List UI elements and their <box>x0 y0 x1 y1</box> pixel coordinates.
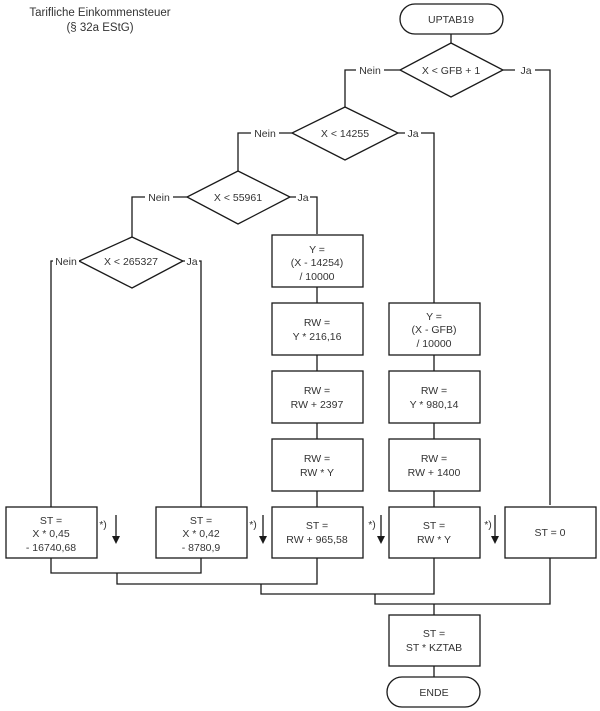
footnote-arrow-4: *) <box>484 515 499 544</box>
arrow-down-icon <box>112 536 120 544</box>
svg-text:Y =: Y = <box>309 244 325 256</box>
result-st-zone2: ST = RW + 965,58 <box>271 506 364 559</box>
process-zone2-rw1: RW = Y * 216,16 <box>271 302 364 356</box>
svg-text:X * 0,45: X * 0,45 <box>32 528 70 540</box>
svg-text:- 16740,68: - 16740,68 <box>26 542 76 554</box>
svg-text:RW =: RW = <box>421 453 447 465</box>
svg-text:RW =: RW = <box>304 385 330 397</box>
svg-text:Y =: Y = <box>426 311 442 323</box>
no-label: Nein <box>254 128 276 140</box>
svg-text:/ 10000: / 10000 <box>416 338 451 350</box>
arrow-down-icon <box>377 536 385 544</box>
title-line-1: Tarifliche Einkommensteuer <box>29 7 170 19</box>
svg-text:/ 10000: / 10000 <box>299 271 334 283</box>
process-zone1-rw2: RW = RW + 1400 <box>388 438 481 492</box>
svg-text:RW =: RW = <box>304 317 330 329</box>
footnote-arrows: *) *) *) *) <box>99 515 499 544</box>
process-zone2-rw2: RW = RW + 2397 <box>271 370 364 424</box>
svg-text:RW + 2397: RW + 2397 <box>291 399 344 411</box>
yes-label: Ja <box>297 192 308 204</box>
svg-text:(X - GFB): (X - GFB) <box>412 324 457 336</box>
start-label: UPTAB19 <box>428 14 474 26</box>
svg-text:RW =: RW = <box>304 453 330 465</box>
svg-text:X * 0,42: X * 0,42 <box>182 528 220 540</box>
arrow-down-icon <box>259 536 267 544</box>
svg-text:ST =: ST = <box>306 520 328 532</box>
arrow-down-icon <box>491 536 499 544</box>
decision-condition: X < 265327 <box>104 256 158 268</box>
svg-text:RW * Y: RW * Y <box>417 534 451 546</box>
yes-label: Ja <box>186 256 197 268</box>
svg-text:RW =: RW = <box>421 385 447 397</box>
svg-text:ST =: ST = <box>190 515 212 527</box>
footnote-marker: *) <box>99 519 107 531</box>
svg-text:RW * Y: RW * Y <box>300 467 334 479</box>
svg-text:ST =: ST = <box>423 628 445 640</box>
footnote-marker: *) <box>368 519 376 531</box>
process-final-kztab: ST = ST * KZTAB <box>388 614 481 667</box>
decision-condition: X < GFB + 1 <box>422 65 481 77</box>
decision-gfb: X < GFB + 1 Nein Ja <box>356 42 535 98</box>
process-zone1-rw1: RW = Y * 980,14 <box>388 370 481 424</box>
no-label: Nein <box>148 192 170 204</box>
svg-text:RW + 965,58: RW + 965,58 <box>286 534 348 546</box>
footnote-arrow-1: *) <box>99 515 120 544</box>
yes-label: Ja <box>520 65 531 77</box>
result-st-zero: ST = 0 <box>504 506 597 559</box>
footnote-marker: *) <box>249 519 257 531</box>
result-st-045: ST = X * 0,45 - 16740,68 <box>5 506 98 559</box>
svg-text:ST =: ST = <box>40 515 62 527</box>
decision-condition: X < 55961 <box>214 192 262 204</box>
svg-text:ST * KZTAB: ST * KZTAB <box>406 642 462 654</box>
decision-265327: X < 265327 Nein Ja <box>53 236 199 289</box>
decision-55961: X < 55961 Nein Ja <box>145 170 310 225</box>
footnote-arrow-3: *) <box>368 515 385 544</box>
no-label: Nein <box>55 256 77 268</box>
svg-text:ST =: ST = <box>423 520 445 532</box>
end-terminal: ENDE <box>386 676 481 708</box>
process-zone2-rw3: RW = RW * Y <box>271 438 364 492</box>
footnote-arrow-2: *) <box>249 515 267 544</box>
svg-text:Y * 216,16: Y * 216,16 <box>293 331 342 343</box>
no-label: Nein <box>359 65 381 77</box>
yes-label: Ja <box>407 128 418 140</box>
footnote-marker: *) <box>484 519 492 531</box>
title-line-2: (§ 32a EStG) <box>66 22 133 34</box>
svg-text:RW + 1400: RW + 1400 <box>408 467 461 479</box>
end-label: ENDE <box>419 687 448 699</box>
result-st-042: ST = X * 0,42 - 8780,9 <box>155 506 248 559</box>
process-zone1-y: Y = (X - GFB) / 10000 <box>388 302 481 356</box>
process-zone2-y: Y = (X - 14254) / 10000 <box>271 234 364 288</box>
decision-condition: X < 14255 <box>321 128 369 140</box>
start-terminal: UPTAB19 <box>399 3 504 35</box>
svg-text:Y * 980,14: Y * 980,14 <box>410 399 459 411</box>
result-st-zone1: ST = RW * Y <box>388 506 481 559</box>
svg-text:ST = 0: ST = 0 <box>534 527 565 539</box>
svg-text:- 8780,9: - 8780,9 <box>182 542 221 554</box>
decision-14255: X < 14255 Nein Ja <box>251 106 421 161</box>
svg-text:(X - 14254): (X - 14254) <box>291 257 344 269</box>
